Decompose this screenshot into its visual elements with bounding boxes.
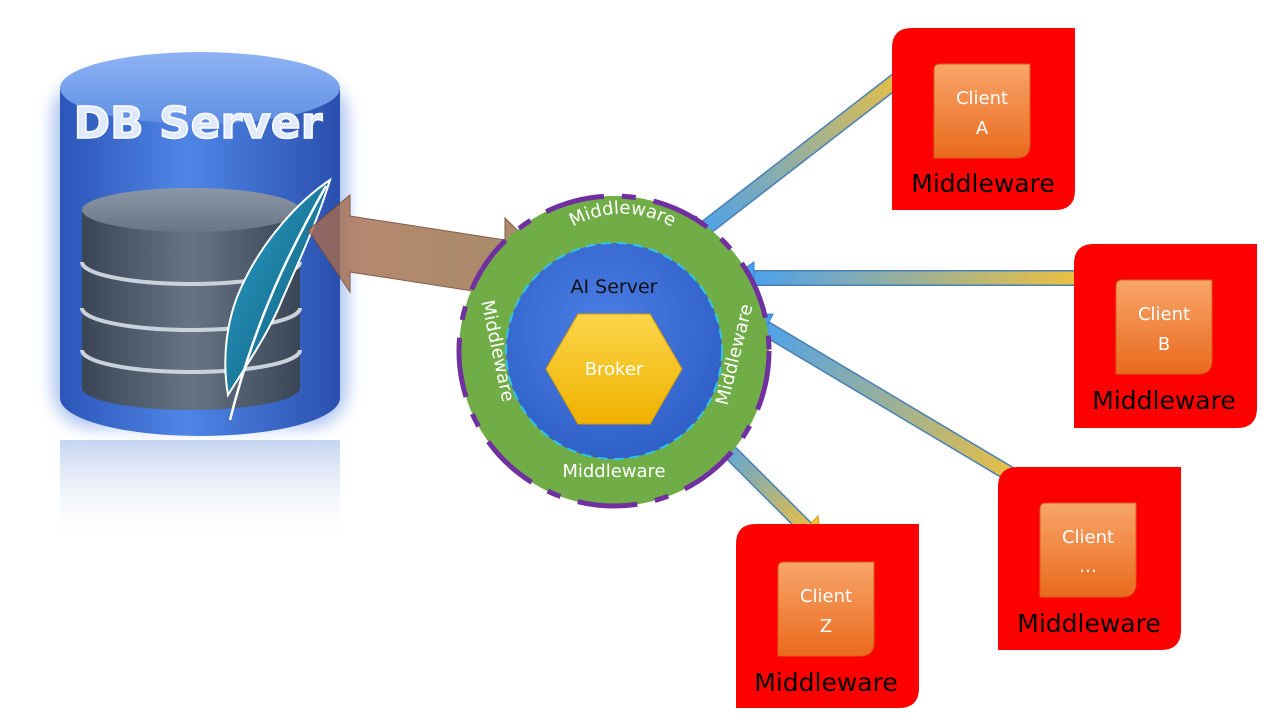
- db-server-title: DB Server: [74, 98, 323, 149]
- middleware-ring-border: [456, 193, 772, 509]
- broker-hexagon: [545, 313, 683, 425]
- client-ellipsis-id: …: [1079, 556, 1097, 577]
- link-arrow-client-ellipsis: [743, 311, 1045, 499]
- ai-server-hub: AI Server Broker Middleware Middleware M…: [456, 193, 772, 509]
- client-card-z[interactable]: Client Z Middleware: [736, 524, 919, 708]
- db-cylinder-top: [60, 52, 340, 124]
- client-ellipsis-middleware: Middleware: [1017, 609, 1160, 638]
- ring-label-bottom: Middleware: [562, 461, 665, 482]
- client-a-id: A: [976, 118, 989, 139]
- client-b-label: Client: [1138, 304, 1190, 325]
- client-b-middleware: Middleware: [1092, 386, 1235, 415]
- ai-server-title: AI Server: [571, 276, 658, 298]
- link-arrow-client-b: [730, 261, 1101, 295]
- client-card-a[interactable]: Client A Middleware: [892, 28, 1075, 210]
- client-z-middleware: Middleware: [754, 668, 897, 697]
- client-ellipsis-label: Client: [1062, 527, 1114, 548]
- client-z-id: Z: [820, 616, 832, 637]
- broker-label: Broker: [585, 359, 644, 380]
- client-a-box: [933, 63, 1031, 159]
- link-arrow-client-a: [685, 55, 927, 247]
- feather-icon: [224, 177, 332, 421]
- client-z-box: [777, 561, 875, 657]
- client-card-ellipsis[interactable]: Client … Middleware: [998, 467, 1181, 650]
- client-ellipsis-box: [1039, 502, 1137, 598]
- client-card-b[interactable]: Client B Middleware: [1074, 244, 1257, 428]
- client-a-middleware: Middleware: [911, 169, 1054, 198]
- client-a-label: Client: [956, 88, 1008, 109]
- client-z-label: Client: [800, 586, 852, 607]
- client-b-id: B: [1158, 334, 1170, 355]
- client-b-box: [1115, 279, 1213, 375]
- db-server: DB Server: [52, 52, 348, 545]
- db-reflection: [60, 440, 340, 545]
